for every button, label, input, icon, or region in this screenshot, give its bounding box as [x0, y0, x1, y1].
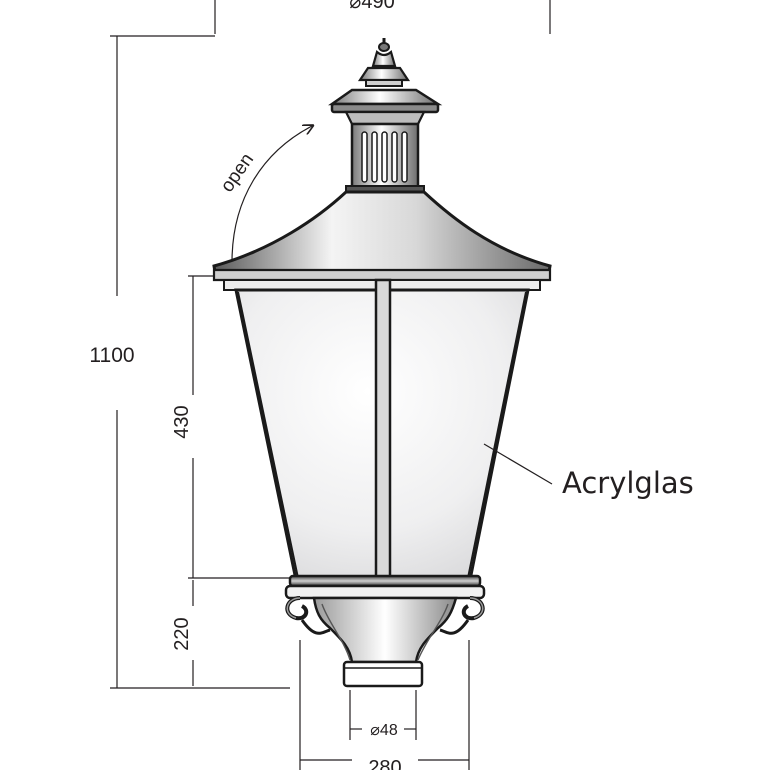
glass-height-value: 430 [171, 405, 193, 438]
diameter-symbol: ⌀ [349, 0, 361, 13]
glass-height-dimension: 430 [171, 275, 290, 579]
base-band [284, 574, 486, 600]
mount-diameter-value: 48 [380, 722, 398, 739]
scroll-ornament-left [285, 596, 331, 635]
top-width-value: 490 [361, 0, 394, 13]
bowl [312, 596, 458, 664]
material-callout: Acrylglas [483, 443, 694, 500]
svg-text:⌀48: ⌀48 [370, 722, 398, 739]
svg-text:⌀490: ⌀490 [349, 0, 394, 13]
material-label: Acrylglas [562, 466, 694, 500]
fluted-chimney [345, 122, 425, 193]
base-height-value: 220 [171, 617, 193, 650]
finial [357, 38, 411, 87]
base-width-dimension: 280 [299, 640, 470, 770]
glass-body [234, 278, 530, 582]
lantern [212, 38, 552, 688]
diameter-symbol: ⌀ [370, 722, 380, 739]
mount-diameter-dimension: ⌀48 [349, 690, 417, 740]
open-label: open [217, 150, 258, 197]
roof [212, 190, 552, 291]
base-width-value: 280 [368, 757, 401, 770]
total-height-value: 1100 [89, 344, 134, 367]
total-height-dimension: 1100 [89, 35, 290, 689]
chimney-cap [328, 88, 443, 126]
top-width-dimension: ⌀490 [214, 0, 551, 34]
mount-socket [342, 660, 424, 688]
base-height-dimension: 220 [171, 580, 194, 686]
scroll-ornament-right [439, 596, 485, 635]
